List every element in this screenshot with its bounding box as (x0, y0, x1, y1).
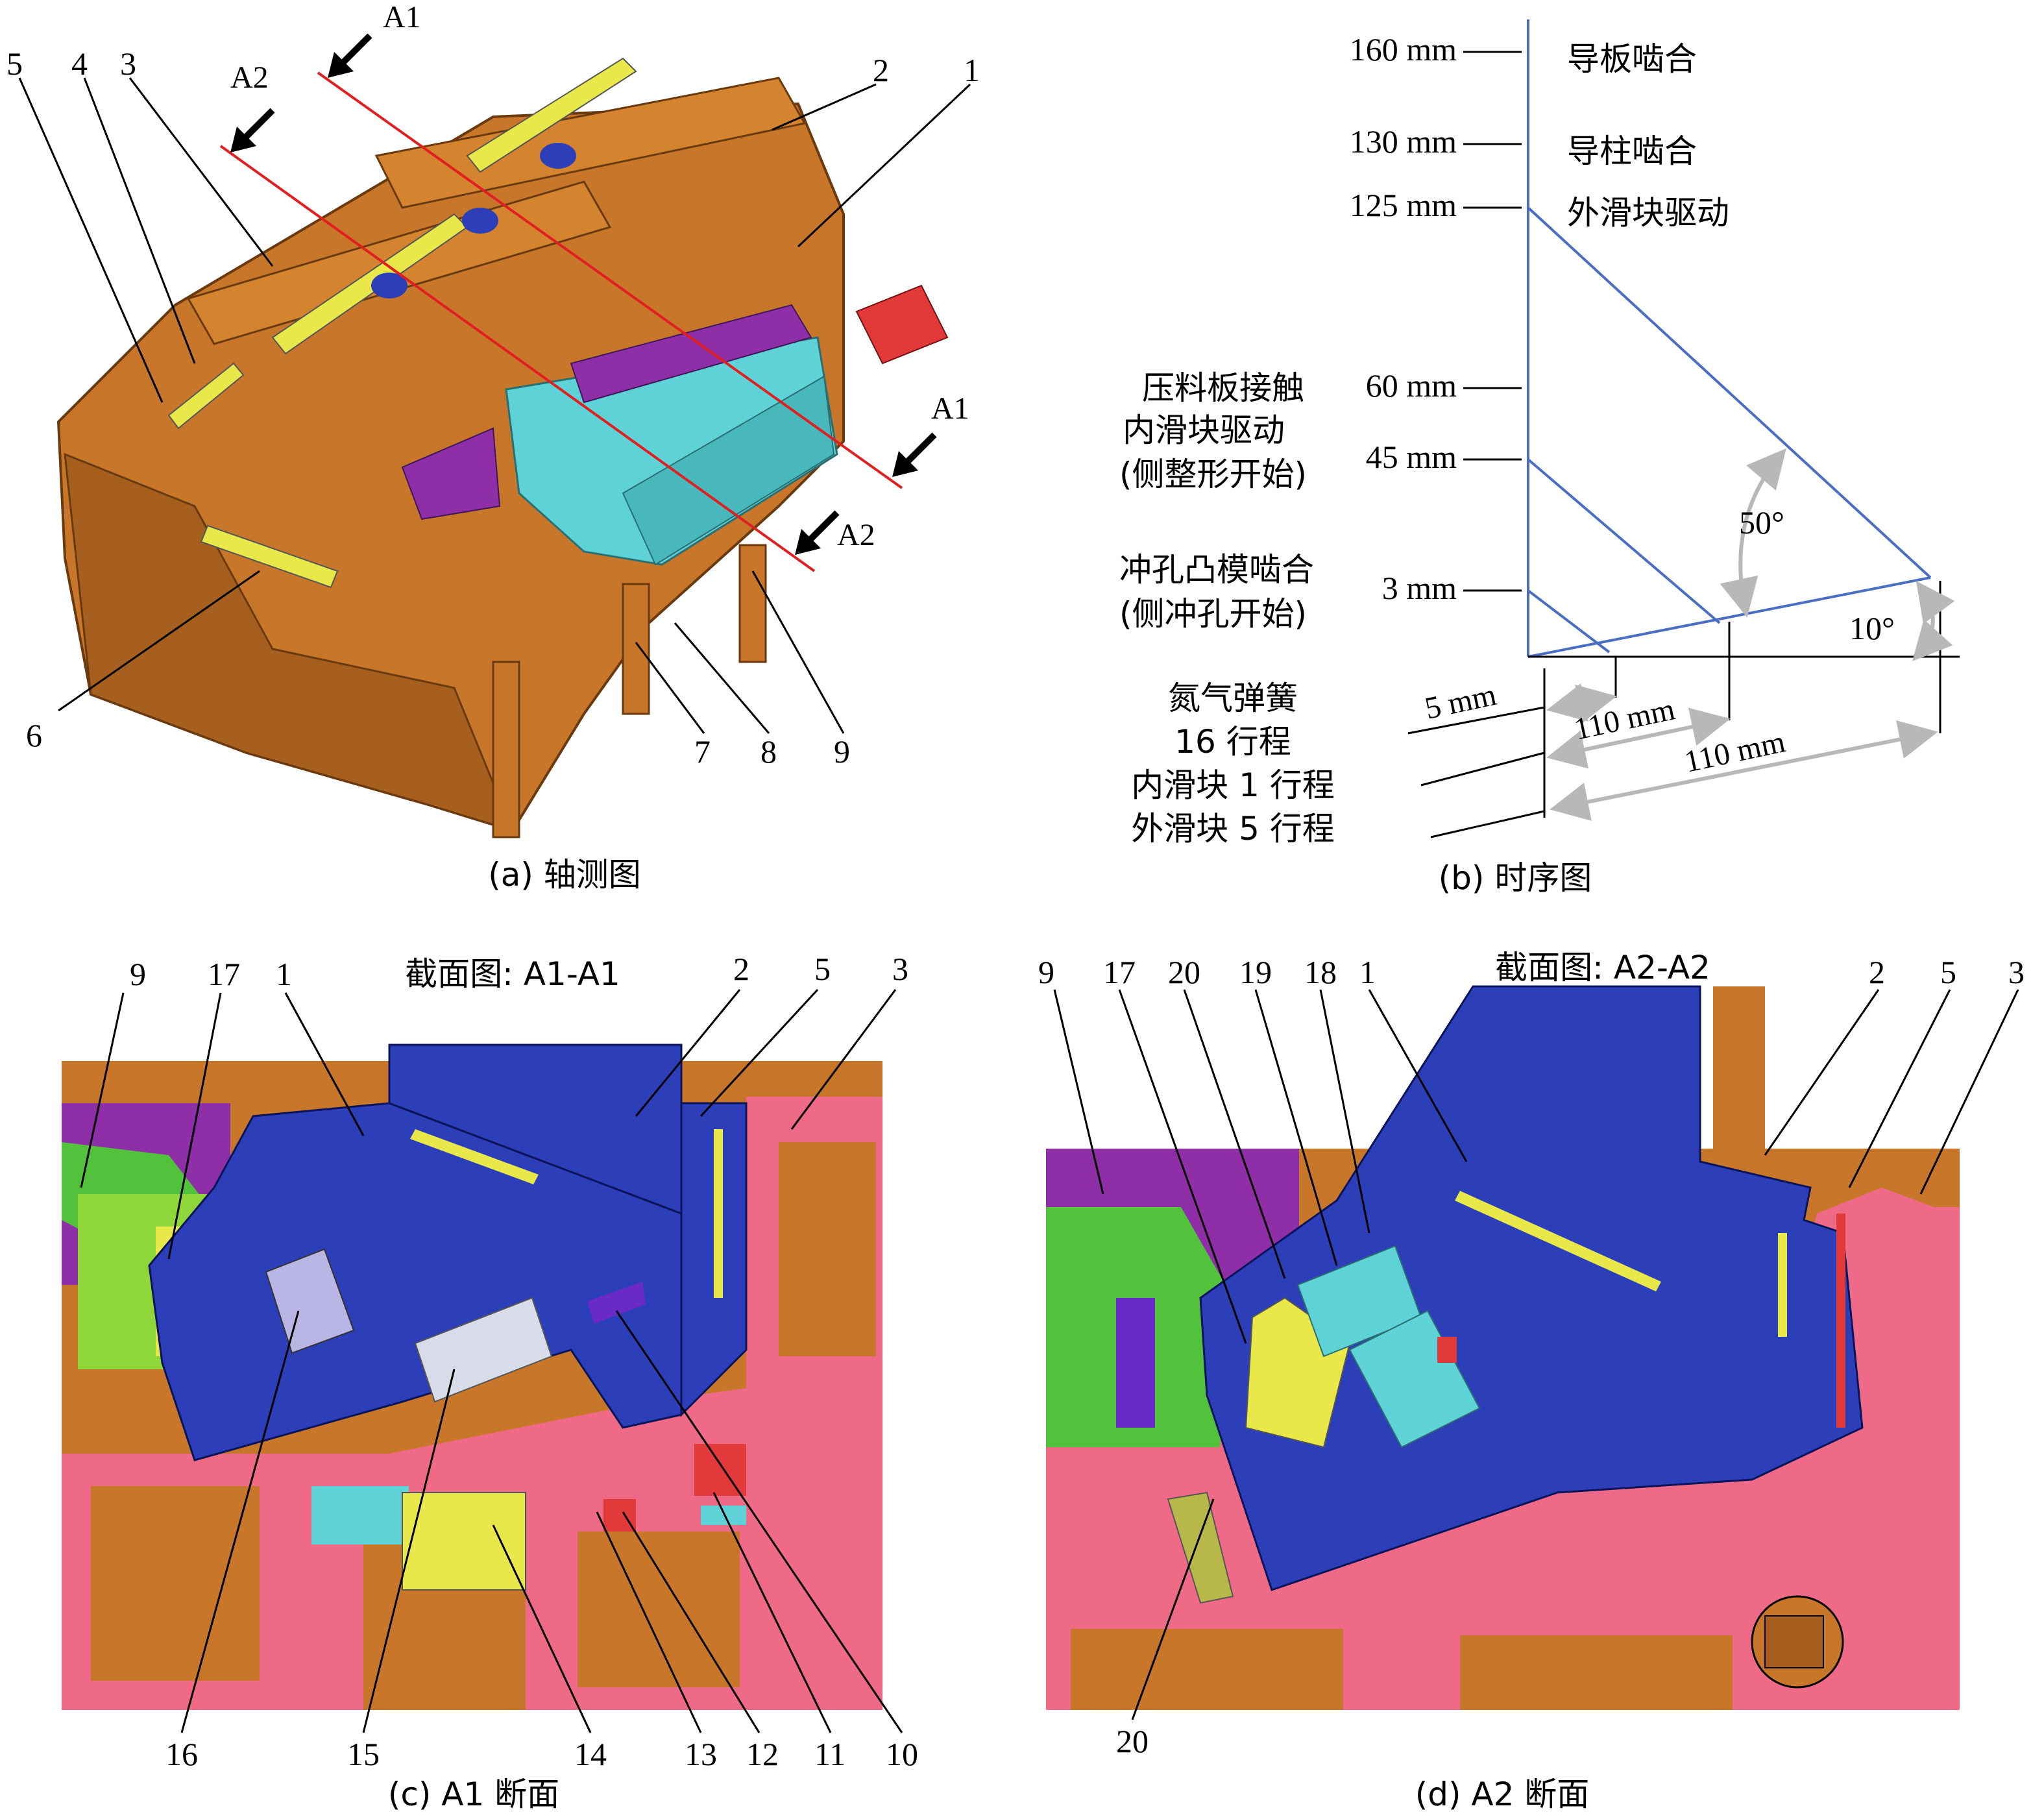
part-number: 18 (1304, 954, 1337, 990)
part-number: 3 (2008, 954, 2025, 990)
panel-a-leaders (18, 77, 971, 734)
level-value: 60 mm (1366, 367, 1457, 404)
level-value: 125 mm (1350, 187, 1457, 223)
part-number: 17 (1103, 954, 1136, 990)
level-note: (侧冲孔开始) (1119, 595, 1307, 633)
part-number: 5 (814, 951, 831, 987)
part-number: 17 (208, 956, 240, 992)
panel-a-isometric-drawing (56, 57, 949, 838)
part-number: 3 (120, 45, 136, 82)
panel-c-leaders (80, 988, 903, 1733)
caption-c: (c) A1 断面 (388, 1776, 559, 1813)
level-label: 导柱啮合 (1567, 132, 1697, 170)
part-number: 1 (964, 52, 980, 88)
section-title-c: 截面图: A1-A1 (405, 955, 620, 993)
arrow-icon (892, 432, 937, 477)
stroke-note: 16 行程 (1174, 723, 1291, 761)
level-value: 3 mm (1382, 570, 1457, 606)
section-title-d: 截面图: A2-A2 (1495, 949, 1710, 986)
section-lines (219, 33, 937, 572)
section-line-a2 (219, 145, 816, 572)
part-number: 5 (6, 45, 23, 82)
part-number: 20 (1168, 954, 1200, 990)
part-number: 2 (1869, 954, 1885, 990)
section-line-a1 (317, 71, 903, 489)
part-number: 7 (694, 733, 711, 770)
part-number: 10 (886, 1736, 918, 1772)
part-number: 13 (685, 1736, 717, 1772)
arrow-icon (328, 33, 372, 78)
part-number: 8 (760, 733, 777, 770)
part-number: 1 (276, 956, 292, 992)
part-number: 11 (814, 1736, 846, 1772)
stroke-note: 内滑块 1 行程 (1131, 766, 1335, 804)
section-mark-a2-top: A2 (230, 60, 269, 95)
section-mark-a1-top: A1 (383, 0, 421, 34)
part-number: 12 (746, 1736, 779, 1772)
part-number: 3 (892, 951, 908, 987)
part-number: 9 (1038, 954, 1054, 990)
part-number: 19 (1239, 954, 1272, 990)
caption-d: (d) A2 断面 (1415, 1776, 1590, 1813)
part-number: 4 (71, 45, 88, 82)
angle-label: 50° (1739, 504, 1784, 541)
panel-d-section-drawing (1046, 985, 1960, 1710)
part-number: 1 (1359, 954, 1376, 990)
panel-d-leaders (1053, 989, 2019, 1720)
level-label: 压料板接触 (1142, 369, 1304, 407)
part-number: 15 (347, 1736, 380, 1772)
level-value: 45 mm (1366, 439, 1457, 475)
level-value: 160 mm (1350, 31, 1457, 67)
stroke-note: 外滑块 5 行程 (1131, 810, 1335, 848)
stroke-note: 氮气弹簧 (1168, 679, 1298, 717)
part-number: 2 (733, 951, 749, 987)
part-number: 20 (1116, 1723, 1149, 1759)
part-number: 14 (574, 1736, 607, 1772)
part-number: 9 (130, 956, 146, 992)
level-label: 外滑块驱动 (1567, 194, 1729, 232)
arrow-icon (795, 510, 840, 555)
part-number: 2 (873, 52, 889, 88)
level-label: 内滑块驱动 (1123, 411, 1285, 449)
level-label: 冲孔凸模啮合 (1119, 551, 1314, 589)
level-label: 导板啮合 (1567, 40, 1697, 78)
part-number: 5 (1940, 954, 1956, 990)
level-note: (侧整形开始) (1119, 456, 1307, 493)
caption-b: (b) 时序图 (1439, 859, 1592, 897)
caption-a: (a) 轴测图 (488, 856, 641, 894)
part-number: 9 (834, 733, 850, 770)
panel-b-timing-diagram (1407, 19, 1960, 838)
panel-c-section-drawing (62, 1044, 882, 1710)
level-value: 130 mm (1350, 123, 1457, 160)
part-number: 16 (165, 1736, 198, 1772)
part-number: 6 (26, 717, 42, 753)
arrow-icon (230, 108, 275, 153)
angle-label: 10° (1849, 610, 1895, 646)
section-mark-a2-right: A2 (837, 518, 875, 552)
section-mark-a1-right: A1 (931, 391, 969, 426)
